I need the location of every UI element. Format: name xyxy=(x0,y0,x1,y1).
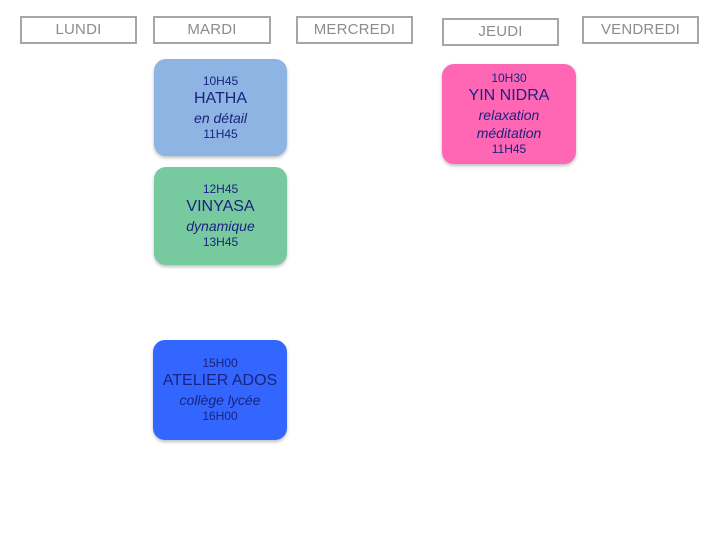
class-name: HATHA xyxy=(193,89,248,107)
class-end-time: 16H00 xyxy=(202,409,238,423)
class-card-hatha[interactable]: 10H45 HATHA en détail 11H45 xyxy=(154,59,287,156)
class-name: VINYASA xyxy=(186,198,255,215)
class-start-time: 15H00 xyxy=(202,356,238,370)
class-end-time: 11H45 xyxy=(203,126,238,141)
day-header-lundi: LUNDI xyxy=(20,16,137,44)
class-end-time: 13H45 xyxy=(202,235,239,249)
class-name: ATELIER ADOS xyxy=(162,372,278,389)
class-name: YIN NIDRA xyxy=(468,87,550,104)
class-start-time: 10H30 xyxy=(491,71,527,85)
class-card-atelier-ados[interactable]: 15H00 ATELIER ADOS collège lycée 16H00 xyxy=(153,340,287,440)
class-start-time: 12H45 xyxy=(202,182,239,196)
day-header-mercredi: MERCREDI xyxy=(296,16,413,44)
class-end-time: 11H45 xyxy=(491,142,527,156)
class-card-vinyasa[interactable]: 12H45 VINYASA dynamique 13H45 xyxy=(154,167,287,265)
class-subtitle: dynamique xyxy=(186,218,255,234)
class-subtitle-2: méditation xyxy=(476,125,542,141)
class-subtitle: relaxation xyxy=(478,107,540,123)
day-header-mardi: MARDI xyxy=(153,16,271,44)
day-header-jeudi: JEUDI xyxy=(442,18,559,46)
day-header-vendredi: VENDREDI xyxy=(582,16,699,44)
class-subtitle: en détail xyxy=(194,109,247,126)
class-subtitle: collège lycée xyxy=(179,392,261,408)
class-card-yin-nidra[interactable]: 10H30 YIN NIDRA relaxation méditation 11… xyxy=(442,64,576,164)
class-start-time: 10H45 xyxy=(202,73,239,88)
